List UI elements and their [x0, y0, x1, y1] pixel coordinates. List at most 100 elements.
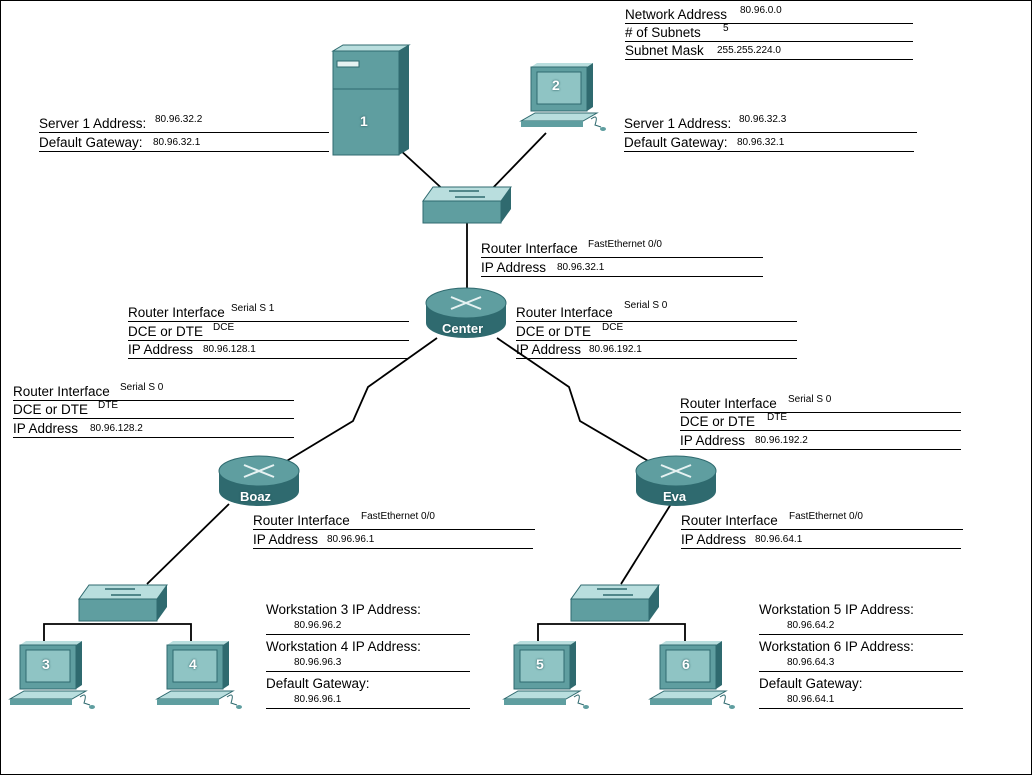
- center-s1-ip-label: IP Address: [128, 342, 194, 357]
- center-s0-dce-value[interactable]: DCE: [602, 322, 624, 333]
- workstation-icon: [648, 641, 735, 709]
- eva-s0-ip-value[interactable]: 80.96.192.2: [755, 435, 808, 446]
- boaz-s0-dce-label: DCE or DTE: [13, 402, 89, 417]
- center-fe-ip-label: IP Address: [481, 260, 547, 275]
- eva-s0-interface-value[interactable]: Serial S 0: [788, 394, 832, 405]
- workstation-4[interactable]: 4: [153, 639, 243, 713]
- workstation-icon: [519, 63, 606, 131]
- center-s0-ip-value[interactable]: 80.96.192.1: [589, 344, 642, 355]
- ws4-ip-label: Workstation 4 IP Address:: [266, 639, 421, 654]
- ws6-ip-label: Workstation 6 IP Address:: [759, 639, 914, 654]
- workstation-icon: [502, 641, 589, 709]
- ws4-ip-value[interactable]: 80.96.96.3: [294, 657, 342, 668]
- eva-fe-ip-field: IP Address 80.96.64.1: [681, 532, 961, 549]
- workstation-icon: [155, 641, 242, 709]
- eva-fe-ip-label: IP Address: [681, 532, 747, 547]
- boaz-s0-interface-field: Router Interface Serial S 0: [13, 382, 294, 401]
- boaz-fe-interface-field: Router Interface FastEthernet 0/0: [253, 511, 535, 530]
- serial-link-center-eva: [496, 337, 656, 466]
- center-s0-ip-field: IP Address 80.96.192.1: [516, 342, 797, 359]
- server-1[interactable]: 1: [329, 43, 411, 159]
- network-address-value[interactable]: 80.96.0.0: [740, 5, 782, 16]
- ws3-ip-value[interactable]: 80.96.96.2: [294, 620, 342, 631]
- link-host2-switch: [486, 132, 547, 195]
- host2-gateway-value[interactable]: 80.96.32.1: [737, 137, 785, 148]
- ws3-ip-label: Workstation 3 IP Address:: [266, 602, 421, 617]
- host2-address-field: Server 1 Address: 80.96.32.3: [624, 114, 917, 133]
- center-s1-interface-value[interactable]: Serial S 1: [231, 303, 275, 314]
- switch-eva-lan[interactable]: [567, 579, 663, 625]
- host-2-number: 2: [552, 77, 560, 93]
- router-icon: [218, 455, 300, 506]
- eva-lan-gateway-value[interactable]: 80.96.64.1: [787, 694, 835, 705]
- switch-icon: [570, 584, 660, 622]
- link-boaz-switch: [146, 503, 230, 585]
- link-boaz-switch-hosts: [43, 623, 192, 648]
- host2-gateway-field: Default Gateway: 80.96.32.1: [624, 135, 914, 152]
- router-boaz[interactable]: Boaz: [216, 453, 302, 513]
- center-s1-ip-value[interactable]: 80.96.128.1: [203, 344, 256, 355]
- subnets-field: # of Subnets 5: [625, 23, 913, 42]
- boaz-lan-gateway-value[interactable]: 80.96.96.1: [294, 694, 342, 705]
- center-fe-ip-value[interactable]: 80.96.32.1: [557, 262, 605, 273]
- workstation-5[interactable]: 5: [500, 639, 590, 713]
- ws6-ip-value[interactable]: 80.96.64.3: [787, 657, 835, 668]
- center-fe-interface-value[interactable]: FastEthernet 0/0: [588, 239, 662, 250]
- boaz-s0-dce-field: DCE or DTE DTE: [13, 400, 294, 419]
- boaz-fe-ip-field: IP Address 80.96.96.1: [253, 532, 533, 549]
- switch-icon: [422, 186, 512, 224]
- center-s1-interface-field: Router Interface Serial S 1: [128, 303, 409, 322]
- center-s0-interface-field: Router Interface Serial S 0: [516, 300, 797, 322]
- router-boaz-name: Boaz: [240, 489, 272, 504]
- network-address-label: Network Address: [625, 7, 728, 22]
- boaz-s0-interface-label: Router Interface: [13, 384, 110, 399]
- host2-address-value[interactable]: 80.96.32.3: [739, 114, 787, 125]
- router-center[interactable]: Center: [423, 285, 509, 345]
- subnet-mask-value[interactable]: 255.255.224.0: [717, 45, 781, 56]
- center-s1-dce-value[interactable]: DCE: [213, 322, 235, 333]
- router-eva-name: Eva: [663, 489, 687, 504]
- boaz-s0-dce-value[interactable]: DTE: [98, 400, 118, 411]
- eva-fe-interface-value[interactable]: FastEthernet 0/0: [789, 511, 863, 522]
- boaz-s0-ip-value[interactable]: 80.96.128.2: [90, 423, 143, 434]
- boaz-fe-interface-value[interactable]: FastEthernet 0/0: [361, 511, 435, 522]
- switch-center-lan[interactable]: [419, 181, 515, 227]
- server1-gateway-value[interactable]: 80.96.32.1: [153, 137, 201, 148]
- server1-address-value[interactable]: 80.96.32.2: [155, 114, 203, 125]
- switch-boaz-lan[interactable]: [75, 579, 171, 625]
- workstation-3[interactable]: 3: [6, 639, 96, 713]
- boaz-fe-interface-label: Router Interface: [253, 513, 350, 528]
- host2-gateway-label: Default Gateway:: [624, 135, 728, 150]
- ws5-ip-value[interactable]: 80.96.64.2: [787, 620, 835, 631]
- eva-lan-gateway-label: Default Gateway:: [759, 676, 863, 691]
- ws5-ip-label: Workstation 5 IP Address:: [759, 602, 914, 617]
- center-s0-dce-field: DCE or DTE DCE: [516, 322, 797, 341]
- host-2[interactable]: 2: [517, 61, 607, 135]
- center-s0-interface-value[interactable]: Serial S 0: [624, 300, 668, 311]
- workstation-6-number: 6: [682, 656, 690, 672]
- ws6-ip-field: 80.96.64.3: [759, 656, 963, 672]
- workstation-6[interactable]: 6: [646, 639, 736, 713]
- boaz-lan-gateway-field: 80.96.96.1: [266, 693, 470, 709]
- eva-fe-ip-value[interactable]: 80.96.64.1: [755, 534, 803, 545]
- host2-address-label: Server 1 Address:: [624, 116, 732, 131]
- eva-s0-dce-value[interactable]: DTE: [767, 412, 787, 423]
- boaz-fe-ip-value[interactable]: 80.96.96.1: [327, 534, 375, 545]
- workstation-icon: [8, 641, 95, 709]
- server1-gateway-field: Default Gateway: 80.96.32.1: [39, 135, 329, 152]
- boaz-s0-interface-value[interactable]: Serial S 0: [120, 382, 164, 393]
- router-eva[interactable]: Eva: [633, 453, 719, 513]
- eva-s0-interface-field: Router Interface Serial S 0: [680, 394, 961, 413]
- boaz-s0-ip-label: IP Address: [13, 421, 79, 436]
- center-fe-interface-label: Router Interface: [481, 241, 578, 256]
- subnets-value[interactable]: 5: [723, 23, 729, 34]
- center-s1-dce-label: DCE or DTE: [128, 324, 204, 339]
- eva-s0-dce-field: DCE or DTE DTE: [680, 412, 961, 431]
- eva-s0-interface-label: Router Interface: [680, 396, 777, 411]
- ws3-ip-field: 80.96.96.2: [266, 619, 470, 635]
- router-center-name: Center: [442, 321, 484, 336]
- center-s1-interface-label: Router Interface: [128, 305, 225, 320]
- subnet-mask-field: Subnet Mask 255.255.224.0: [625, 43, 913, 60]
- link-eva-switch: [620, 503, 672, 585]
- server1-address-label: Server 1 Address:: [39, 116, 147, 131]
